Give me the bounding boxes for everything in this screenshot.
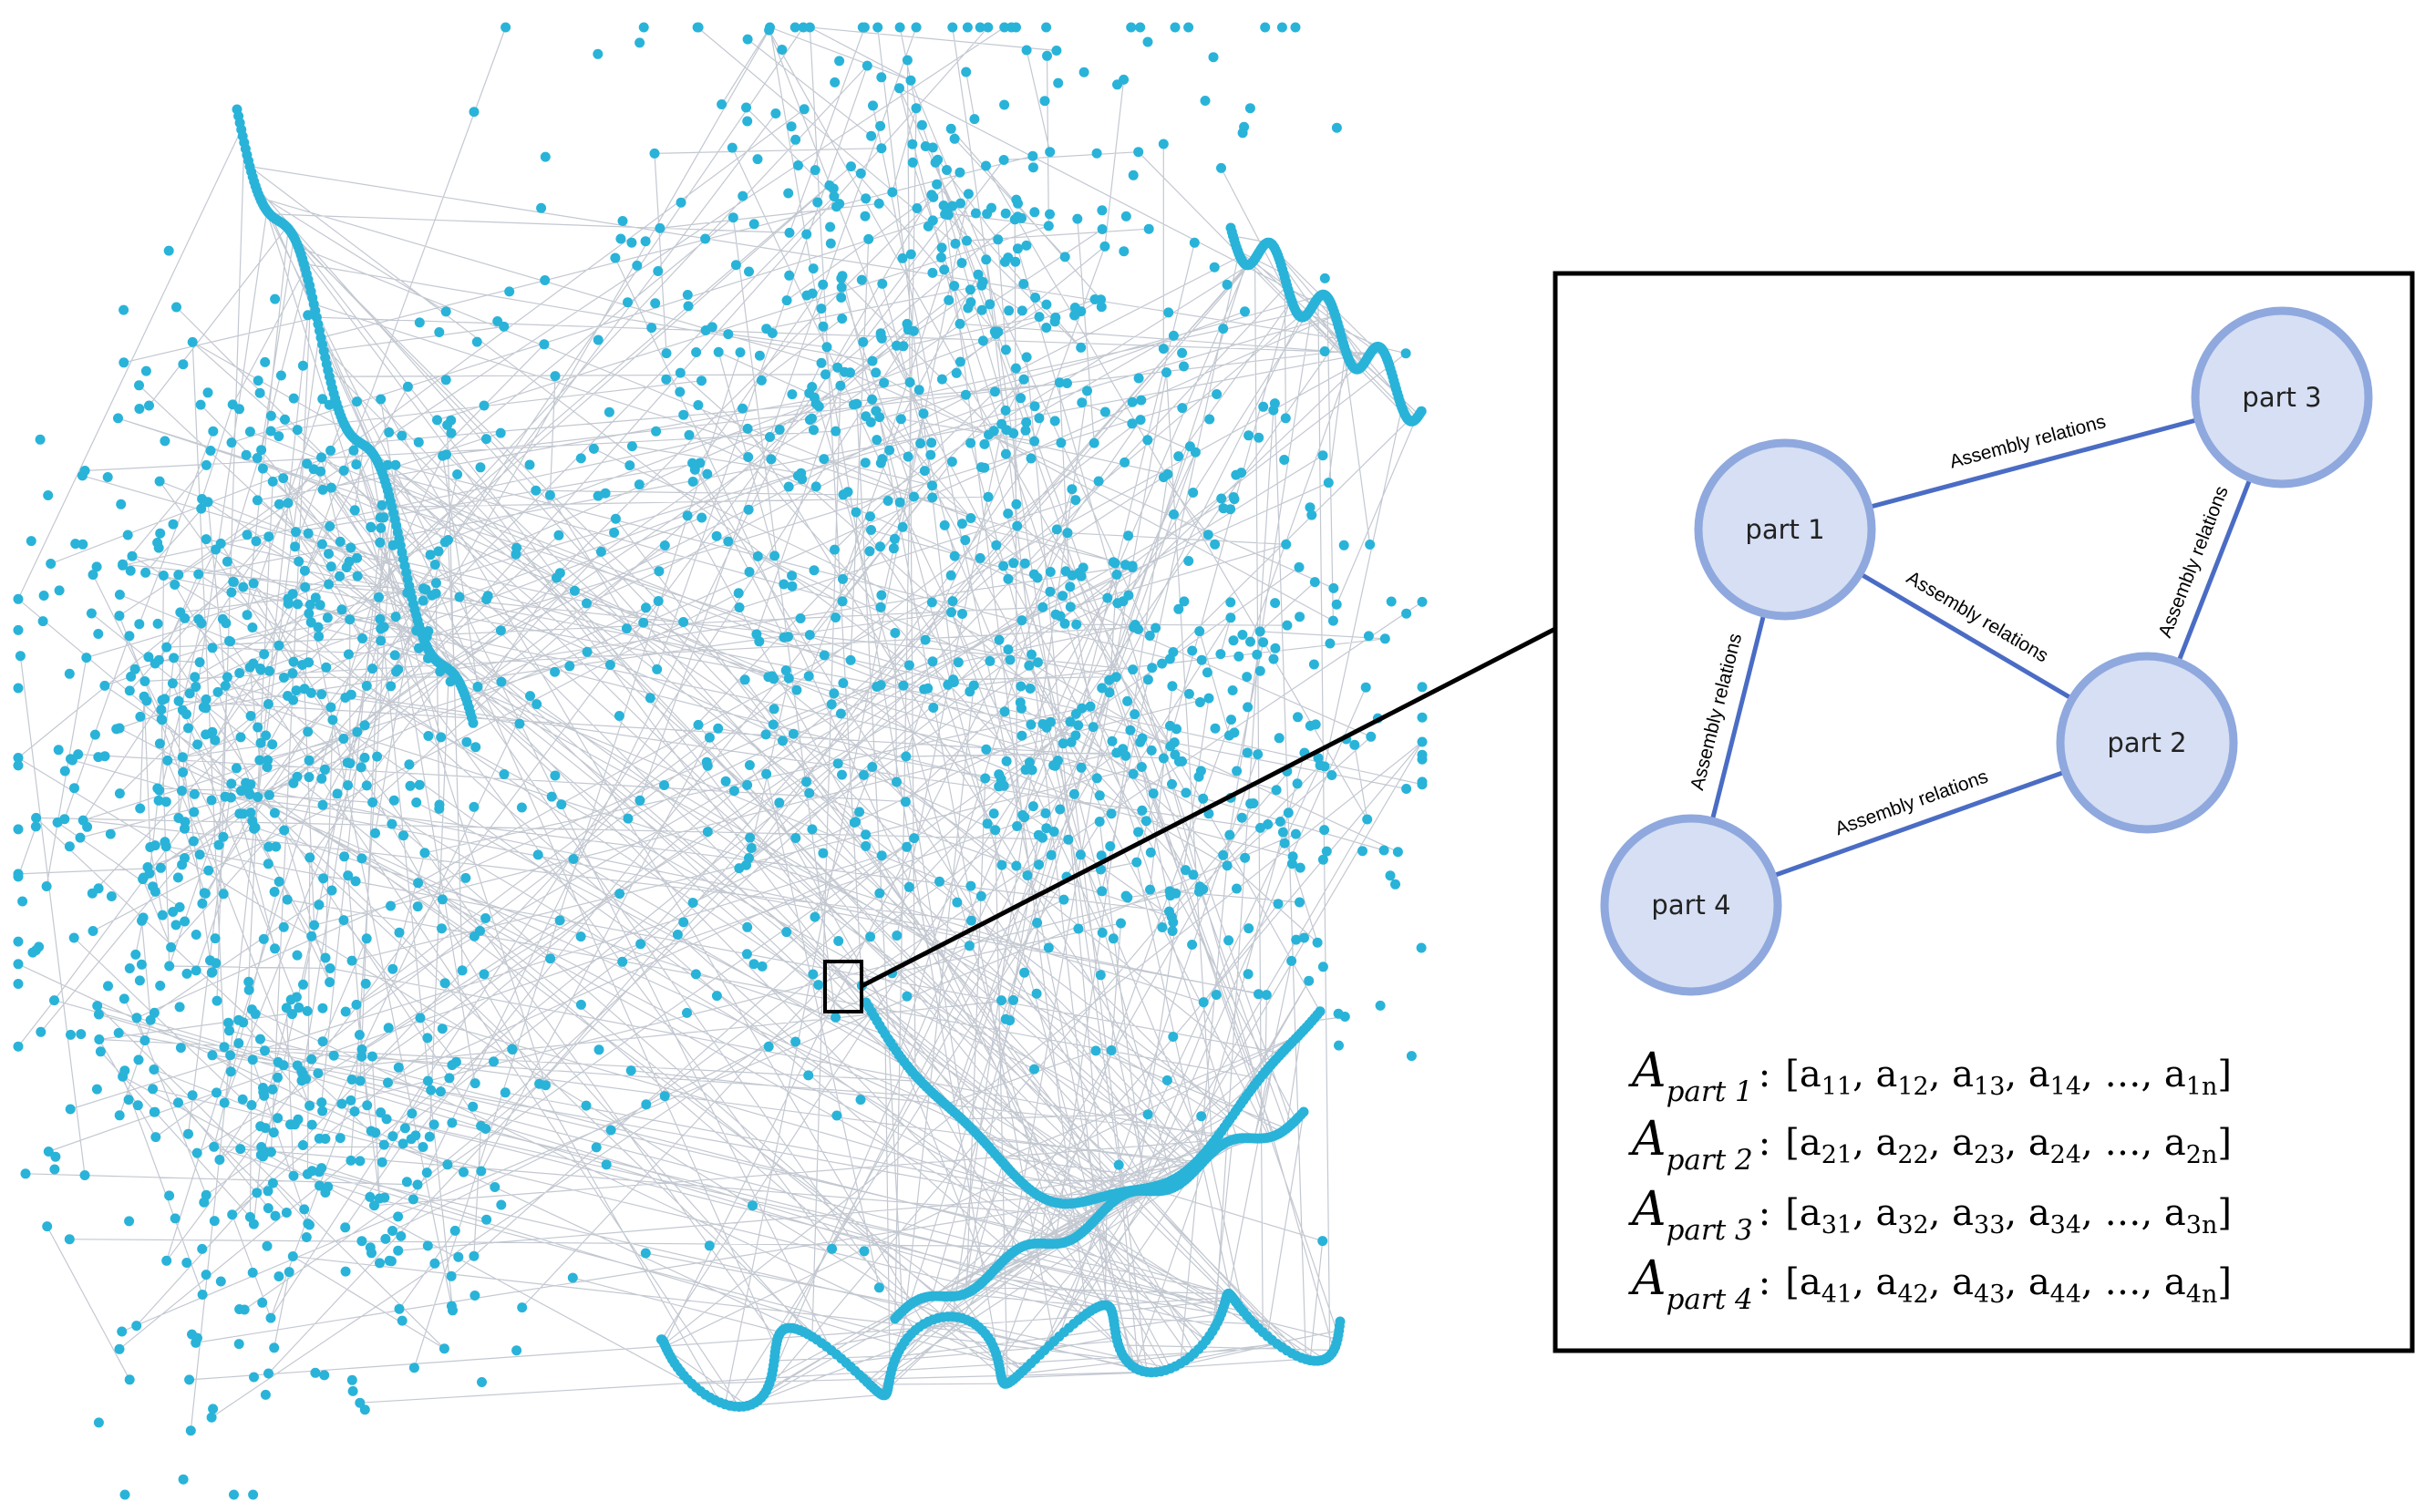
vector-element: a2n xyxy=(2163,1122,2218,1169)
node-p2: part 2 xyxy=(2056,652,2238,834)
vector-element: a3n xyxy=(2163,1192,2218,1239)
assembly-network-graph xyxy=(13,22,1428,1500)
vector-element: a31 xyxy=(1799,1192,1853,1239)
part-node-label: part 2 xyxy=(2107,727,2186,758)
inset-nodes: part 1 part 2 part 3 part 4 xyxy=(1600,306,2373,996)
vector-values: [a31, a32, a33, a34, …, a3n] xyxy=(1785,1192,2232,1239)
vector-values: [a11, a12, a13, a14, …, a1n] xyxy=(1785,1054,2232,1101)
network-node-dots xyxy=(13,22,1428,1500)
vector-element: a24 xyxy=(2028,1122,2082,1169)
vector-element: … xyxy=(2104,1261,2141,1303)
network-nodes xyxy=(13,22,1428,1500)
vector-element: a42 xyxy=(1875,1261,1929,1309)
vector-element: … xyxy=(2104,1192,2141,1234)
vector-subscript: part 3 xyxy=(1666,1214,1753,1247)
vector-element: a1n xyxy=(2163,1054,2218,1101)
node-p4: part 4 xyxy=(1600,814,1782,996)
vector-element: a21 xyxy=(1799,1122,1853,1169)
vector-element: a23 xyxy=(1952,1122,2006,1169)
vector-subscript: part 1 xyxy=(1666,1075,1753,1108)
vector-element: a43 xyxy=(1952,1261,2006,1309)
part-node-label: part 4 xyxy=(1651,890,1730,921)
vector-variable: A xyxy=(1632,1182,1667,1237)
part-node-label: part 3 xyxy=(2242,382,2321,413)
node-p1: part 1 xyxy=(1694,438,1876,621)
feature-vector-row: Apart 2:[a21, a22, a23, a24, …, a2n] xyxy=(1632,1112,2232,1177)
vector-element: a44 xyxy=(2028,1261,2082,1309)
vector-element: a14 xyxy=(2028,1054,2082,1101)
vector-element: a22 xyxy=(1875,1122,1929,1169)
feature-vector-row: Apart 1:[a11, a12, a13, a14, …, a1n] xyxy=(1632,1044,2232,1108)
part-node-circle xyxy=(2191,306,2373,489)
vector-values: [a41, a42, a43, a44, …, a4n] xyxy=(1785,1261,2232,1309)
part-node-circle xyxy=(1600,814,1782,996)
vector-element: a11 xyxy=(1799,1054,1853,1101)
feature-vector-row: Apart 4:[a41, a42, a43, a44, …, a4n] xyxy=(1632,1251,2232,1316)
vector-element: a34 xyxy=(2028,1192,2082,1239)
vector-variable: A xyxy=(1632,1251,1667,1306)
vector-element: … xyxy=(2104,1054,2141,1095)
vector-element: a32 xyxy=(1875,1192,1929,1239)
part-node-label: part 1 xyxy=(1745,514,1824,545)
vector-element: a33 xyxy=(1952,1192,2006,1239)
vector-values: [a21, a22, a23, a24, …, a2n] xyxy=(1785,1122,2232,1169)
node-p3: part 3 xyxy=(2191,306,2373,489)
zoom-connector-top xyxy=(860,626,1557,989)
part-node-circle xyxy=(2056,652,2238,834)
vector-variable: A xyxy=(1632,1112,1667,1167)
vector-element: a13 xyxy=(1952,1054,2006,1101)
vector-element: a41 xyxy=(1799,1261,1853,1309)
vector-subscript: part 4 xyxy=(1666,1283,1753,1316)
vector-element: a4n xyxy=(2163,1261,2218,1309)
vector-element: a12 xyxy=(1875,1054,1929,1101)
vector-element: … xyxy=(2104,1122,2141,1164)
part-node-circle xyxy=(1694,438,1876,621)
vector-subscript: part 2 xyxy=(1666,1144,1753,1177)
zoom-highlight-box xyxy=(823,960,863,1013)
vector-variable: A xyxy=(1632,1044,1667,1098)
feature-vector-row: Apart 3:[a31, a32, a33, a34, …, a3n] xyxy=(1632,1182,2232,1247)
